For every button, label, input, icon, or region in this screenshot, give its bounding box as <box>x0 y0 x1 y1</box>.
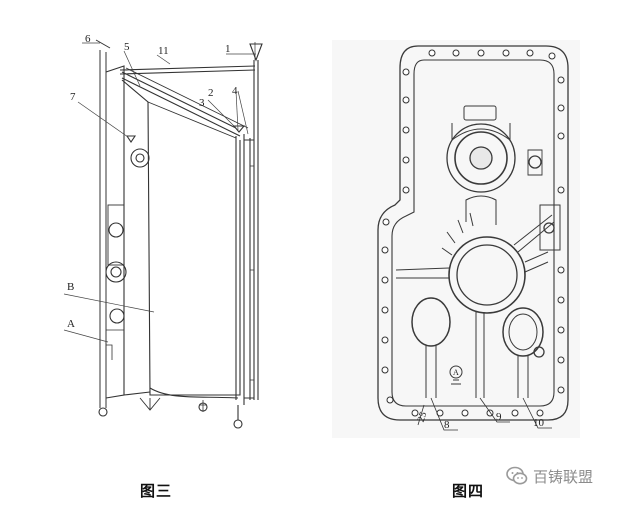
label-9: 9 <box>496 411 502 423</box>
label-5: 5 <box>124 41 130 53</box>
label-6: 6 <box>85 33 91 45</box>
label-7: 7 <box>70 91 76 103</box>
label-3: 3 <box>199 97 205 109</box>
label-4: 4 <box>232 85 238 97</box>
wechat-icon <box>506 466 528 485</box>
figure4-drawing <box>377 45 569 421</box>
figure3-leaders <box>63 42 256 343</box>
figure4-background <box>332 40 580 438</box>
label-8: 8 <box>444 419 450 431</box>
figure4-leaders <box>417 397 552 431</box>
figure4-labels: 8 9 10 25 A <box>416 368 545 431</box>
label-B: B <box>67 281 74 293</box>
watermark-text: 百铸联盟 <box>533 467 594 486</box>
label-2: 2 <box>208 87 214 99</box>
label-A: A <box>67 318 75 330</box>
label-A-fig4: A <box>453 368 459 377</box>
figure4-caption: 图四 <box>452 482 485 500</box>
figure3-caption: 图三 <box>140 482 173 500</box>
watermark: 百铸联盟 <box>506 462 630 490</box>
figure4-bolt-holes <box>381 49 565 417</box>
figure3-labels: 1 2 3 4 5 6 7 11 B A <box>67 33 238 330</box>
label-11: 11 <box>158 45 169 57</box>
label-25: 25 <box>416 410 430 423</box>
label-10: 10 <box>533 417 545 429</box>
figure3-drawing <box>95 39 263 429</box>
label-1: 1 <box>225 43 231 55</box>
